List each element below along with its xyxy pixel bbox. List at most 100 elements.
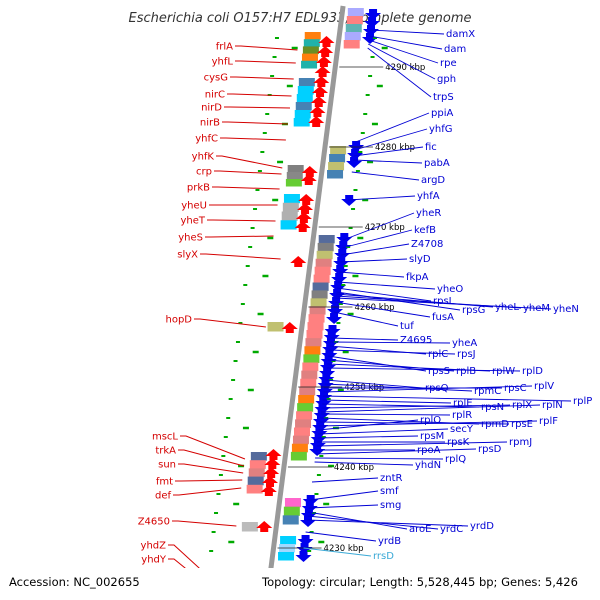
gene-label-yhdY[interactable]: yhdY [141, 555, 167, 566]
gene-label-rpsS[interactable]: rpsS [428, 366, 450, 377]
gene-label-rplP[interactable]: rplP [573, 396, 592, 407]
gene-label-rplV[interactable]: rplV [534, 381, 554, 392]
gene-label-crp[interactable]: crp [196, 167, 212, 178]
gene-label-rpmC[interactable]: rpmC [474, 386, 501, 397]
gene-label-rplW[interactable]: rplW [492, 366, 515, 377]
gene-label-fkpA[interactable]: fkpA [406, 272, 429, 283]
gene-label-slyX[interactable]: slyX [177, 250, 198, 261]
plus-strand-block [294, 110, 311, 119]
gene-label-frlA[interactable]: frlA [216, 42, 233, 53]
gene-label-rpsE[interactable]: rpsE [511, 419, 533, 430]
gene-label-yrdB[interactable]: yrdB [378, 536, 401, 547]
gene-label-yheT[interactable]: yheT [180, 216, 205, 227]
gene-label-Z4650[interactable]: Z4650 [138, 517, 170, 528]
gene-label-rplO[interactable]: rplO [420, 415, 441, 426]
minus-strand-arrow [297, 535, 314, 546]
gene-label-yheR[interactable]: yheR [416, 208, 441, 219]
gene-label-yhfG[interactable]: yhfG [429, 124, 453, 135]
right-gene-labels[interactable]: damX dam rpe gph trpS ppiA yhfG fic pabA argD yhfA… [373, 29, 592, 562]
gene-label-rplC[interactable]: rplC [428, 349, 448, 360]
right-label-line [340, 258, 408, 263]
plus-strand-block [296, 94, 313, 103]
gene-label-nirC[interactable]: nirC [205, 90, 225, 101]
gene-label-trpS[interactable]: trpS [433, 92, 454, 103]
left-gene-labels[interactable]: frlA yhfL cysG nirC nirD nirB yhfC yhfK crp prkB y… [138, 42, 234, 566]
gene-label-yheU[interactable]: yheU [181, 201, 207, 212]
gene-label-rplQ[interactable]: rplQ [445, 454, 466, 465]
gene-label-rplF[interactable]: rplF [539, 416, 558, 427]
gene-label-yheO[interactable]: yheO [437, 284, 463, 295]
minus-strand-block [311, 290, 328, 299]
gene-label-ppiA[interactable]: ppiA [431, 108, 453, 119]
gene-label-sun[interactable]: sun [158, 460, 176, 471]
gene-label-rrsD[interactable]: rrsD [373, 551, 394, 562]
gene-label-yrdD[interactable]: yrdD [470, 521, 494, 532]
gene-label-yheL[interactable]: yheL [495, 302, 519, 313]
gene-label-rpmD[interactable]: rpmD [481, 419, 509, 430]
gene-label-damX[interactable]: damX [446, 29, 475, 40]
gene-label-aroE[interactable]: aroE [409, 524, 431, 535]
minus-strand-block [306, 330, 323, 339]
gene-label-rpsQ[interactable]: rpsQ [425, 383, 449, 394]
gene-label-secY[interactable]: secY [450, 424, 474, 435]
gene-label-rpsJ[interactable]: rpsJ [457, 349, 476, 360]
gene-label-rpsN[interactable]: rpsN [481, 402, 504, 413]
gene-label-yheN[interactable]: yheN [553, 304, 579, 315]
gene-label-rpoA[interactable]: rpoA [417, 445, 441, 456]
gene-label-fusA[interactable]: fusA [432, 312, 454, 323]
gene-label-rplE[interactable]: rplE [453, 398, 473, 409]
gene-label-yhdN[interactable]: yhdN [415, 460, 441, 471]
gene-label-yheS[interactable]: yheS [178, 233, 203, 244]
gene-label-gph[interactable]: gph [437, 74, 456, 85]
gene-label-nirB[interactable]: nirB [200, 118, 220, 129]
gene-label-zntR[interactable]: zntR [380, 473, 403, 484]
gene-label-rpsC[interactable]: rpsC [504, 383, 527, 394]
gene-label-def[interactable]: def [155, 491, 172, 502]
gene-label-slyD[interactable]: slyD [409, 254, 431, 265]
gene-label-rpsL[interactable]: rpsL [433, 296, 455, 307]
gene-label-rplB[interactable]: rplB [456, 366, 476, 377]
gene-label-mscL[interactable]: mscL [152, 432, 178, 443]
gene-label-smf[interactable]: smf [380, 486, 399, 497]
gene-label-yheA[interactable]: yheA [452, 338, 477, 349]
gene-label-yheM[interactable]: yheM [523, 303, 550, 314]
gene-label-tuf[interactable]: tuf [400, 321, 414, 332]
gene-label-nirD[interactable]: nirD [201, 103, 222, 114]
gene-label-yhfA[interactable]: yhfA [417, 191, 440, 202]
gene-label-pabA[interactable]: pabA [424, 158, 450, 169]
right-label-line [321, 404, 511, 409]
left-label-line [172, 520, 237, 527]
gene-label-smg[interactable]: smg [380, 500, 401, 511]
gene-label-yhfL[interactable]: yhfL [212, 57, 234, 68]
gene-label-trkA[interactable]: trkA [155, 446, 176, 457]
gene-label-yhfK[interactable]: yhfK [192, 152, 215, 163]
gene-label-yhdZ[interactable]: yhdZ [141, 541, 167, 552]
gene-label-rplR[interactable]: rplR [452, 410, 472, 421]
gene-label-yrdC[interactable]: yrdC [440, 524, 463, 535]
gene-label-dam[interactable]: dam [444, 44, 466, 55]
gene-label-rpsM[interactable]: rpsM [420, 431, 444, 442]
gene-label-rplD[interactable]: rplD [522, 366, 543, 377]
gene-label-Z4695[interactable]: Z4695 [400, 335, 432, 346]
gene-label-Z4708[interactable]: Z4708 [411, 239, 443, 250]
minus-strand-block [318, 235, 335, 244]
gene-label-rplX[interactable]: rplX [512, 400, 532, 411]
gene-label-hopD[interactable]: hopD [165, 315, 192, 326]
gene-label-rpsD[interactable]: rpsD [478, 444, 502, 455]
gene-label-cysG[interactable]: cysG [204, 73, 228, 84]
gene-label-rpe[interactable]: rpe [440, 58, 457, 69]
gene-label-yhfC[interactable]: yhfC [195, 134, 218, 145]
gene-label-rpmJ[interactable]: rpmJ [509, 437, 532, 448]
minus-strand-arrow [295, 551, 312, 562]
minus-strand-block [278, 552, 295, 561]
gene-label-kefB[interactable]: kefB [414, 225, 436, 236]
minus-strand-arrow [321, 349, 338, 360]
gene-label-fmt[interactable]: fmt [156, 477, 173, 488]
minus-strand-block [299, 386, 316, 396]
gene-label-rplN[interactable]: rplN [542, 400, 563, 411]
gene-label-prkB[interactable]: prkB [187, 183, 210, 194]
gene-label-argD[interactable]: argD [421, 175, 445, 186]
gene-label-fic[interactable]: fic [425, 142, 437, 153]
gene-label-rpsK[interactable]: rpsK [447, 437, 470, 448]
gene-label-rpsG[interactable]: rpsG [462, 305, 485, 316]
